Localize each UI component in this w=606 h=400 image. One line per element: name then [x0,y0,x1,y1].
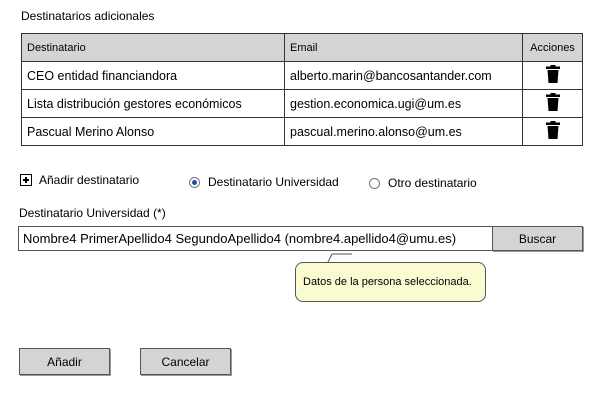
recipient-name: CEO entidad financiandora [21,61,285,90]
cancel-button[interactable]: Cancelar [140,348,231,375]
university-recipient-label: Destinatario Universidad (*) [19,206,166,220]
radio-other-recipient[interactable]: Otro destinatario [369,176,477,190]
recipient-email: pascual.merino.alonso@um.es [284,117,523,146]
add-button[interactable]: Añadir [19,348,110,375]
plus-square-icon[interactable] [20,174,32,186]
table-row: CEO entidad financiandora alberto.marin@… [21,61,583,90]
header-email: Email [284,33,523,62]
header-recipient: Destinatario [21,33,285,62]
search-button[interactable]: Buscar [492,226,583,251]
trash-icon[interactable] [545,121,560,142]
add-recipient-link[interactable]: Añadir destinatario [39,173,140,187]
radio-label-other: Otro destinatario [388,176,477,190]
recipient-email: gestion.economica.ugi@um.es [284,89,523,118]
table-row: Pascual Merino Alonso pascual.merino.alo… [21,117,583,146]
radio-button-selected[interactable] [189,176,200,188]
trash-icon[interactable] [545,65,560,86]
table-row: Lista distribución gestores económicos g… [21,89,583,118]
recipients-table: Destinatario Email Acciones CEO entidad … [21,33,583,146]
tooltip-pointer [326,253,352,265]
radio-button[interactable] [369,177,380,189]
recipient-email: alberto.marin@bancosantander.com [284,61,523,90]
selected-person-tooltip: Datos de la persona seleccionada. [295,262,486,302]
table-header-row: Destinatario Email Acciones [21,33,583,62]
header-actions: Acciones [522,33,583,62]
recipient-name: Pascual Merino Alonso [21,117,285,146]
add-recipient-control[interactable]: Añadir destinatario [20,173,139,187]
university-recipient-input[interactable] [18,226,493,251]
radio-university-recipient[interactable]: Destinatario Universidad [189,175,339,189]
section-title: Destinatarios adicionales [21,9,155,23]
recipient-name: Lista distribución gestores económicos [21,89,285,118]
radio-label-university: Destinatario Universidad [208,175,339,189]
trash-icon[interactable] [545,93,560,114]
